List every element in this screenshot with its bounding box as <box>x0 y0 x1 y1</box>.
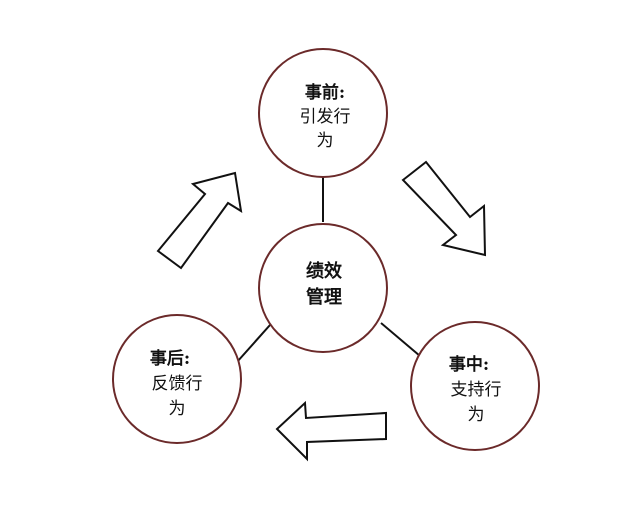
node-after-circle <box>112 314 242 444</box>
node-center: 绩效 管理 <box>258 223 388 353</box>
node-before-heading: 事前: <box>305 82 345 103</box>
node-center-circle <box>258 223 388 353</box>
node-center-line1: 绩效 <box>306 260 343 282</box>
node-during-line2: 为 <box>468 405 485 425</box>
node-center-line2: 管理 <box>306 286 342 308</box>
node-before-circle <box>258 48 388 178</box>
node-after-line1: 反馈行 <box>152 374 203 394</box>
node-during-circle <box>410 321 540 451</box>
node-during-line1: 支持行 <box>451 380 502 400</box>
connector-left <box>236 324 271 363</box>
connector-right <box>380 322 421 357</box>
node-before: 事前: 引发行 为 <box>258 48 388 178</box>
node-after-heading: 事后: <box>150 349 190 369</box>
arrow-leftward-icon <box>275 400 387 462</box>
node-after-line2: 为 <box>169 399 186 419</box>
arrow-upward-icon <box>156 171 243 270</box>
node-before-line2: 为 <box>317 131 334 151</box>
arrow-downward-icon <box>401 160 487 257</box>
node-during-heading: 事中: <box>449 354 489 375</box>
node-during: 事中: 支持行 为 <box>410 321 540 451</box>
node-before-line1: 引发行 <box>300 107 351 127</box>
node-after: 事后: 反馈行 为 <box>112 314 242 444</box>
